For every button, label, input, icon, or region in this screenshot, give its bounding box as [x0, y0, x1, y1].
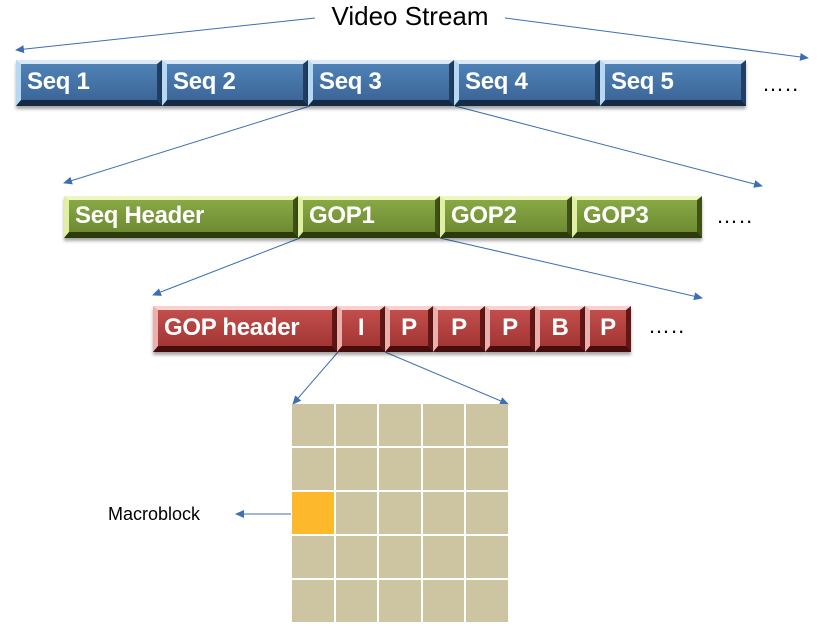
seq-header-block: Seq Header [64, 196, 298, 238]
macroblock-cell [292, 536, 334, 578]
macroblock-cell [292, 404, 334, 446]
gop1-expand-arrow-left [152, 237, 301, 296]
frame-p-3: P [485, 306, 535, 352]
seq3-expand-arrow-left [63, 105, 311, 185]
macroblock-cell [379, 492, 421, 534]
macroblock-cell [466, 448, 508, 490]
gop-content-row: GOP header I P P P B P [153, 306, 631, 352]
gop-block-2: GOP2 [440, 196, 572, 238]
iframe-expand-arrow-right [384, 351, 509, 405]
frame-b: B [535, 306, 585, 352]
macroblock-cell [379, 404, 421, 446]
frame-p-2: P [433, 306, 485, 352]
stream-arrow-left [15, 17, 316, 54]
macroblock-highlighted [292, 492, 334, 534]
macroblock-cell [466, 580, 508, 622]
macroblock-grid [292, 404, 508, 622]
seq-block-4: Seq 4 [454, 60, 600, 106]
sequence-ellipsis: ….. [762, 71, 800, 96]
sequence-content-row: Seq Header GOP1 GOP2 GOP3 [64, 196, 702, 238]
macroblock-cell [292, 448, 334, 490]
macroblock-label: Macroblock [108, 504, 201, 524]
gop-ellipsis: ….. [716, 203, 754, 228]
macroblock-cell [292, 580, 334, 622]
macroblock-cell [335, 492, 378, 534]
macroblock-cell [466, 492, 508, 534]
macroblock-cell [422, 448, 465, 490]
macroblock-cell [422, 492, 465, 534]
diagram-title: Video Stream [331, 1, 489, 31]
frame-i: I [337, 306, 385, 352]
seq-block-1: Seq 1 [16, 60, 162, 106]
frame-p-4: P [585, 306, 631, 352]
macroblock-cell [335, 448, 378, 490]
seq-block-5: Seq 5 [600, 60, 746, 106]
macroblock-cell [422, 404, 465, 446]
macroblock-cell [335, 536, 378, 578]
stream-arrow-right [504, 17, 809, 61]
macroblock-cell [379, 580, 421, 622]
macroblock-cell [466, 404, 508, 446]
gop-block-1: GOP1 [298, 196, 440, 238]
macroblock-cell [466, 536, 508, 578]
gop-header-block: GOP header [153, 306, 337, 352]
macroblock-cell [335, 404, 378, 446]
macroblock-cell [379, 536, 421, 578]
macroblock-cell [422, 536, 465, 578]
sequence-row: Seq 1 Seq 2 Seq 3 Seq 4 Seq 5 [16, 60, 746, 106]
macroblock-cell [379, 448, 421, 490]
macroblock-cell [335, 580, 378, 622]
frame-ellipsis: ….. [648, 313, 686, 338]
iframe-expand-arrow-left [292, 351, 339, 405]
gop-block-3: GOP3 [572, 196, 702, 238]
seq-block-2: Seq 2 [162, 60, 308, 106]
frame-p-1: P [385, 306, 433, 352]
gop1-expand-arrow-right [439, 237, 703, 301]
seq-block-3: Seq 3 [308, 60, 454, 106]
seq3-expand-arrow-right [454, 105, 763, 188]
macroblock-cell [422, 580, 465, 622]
